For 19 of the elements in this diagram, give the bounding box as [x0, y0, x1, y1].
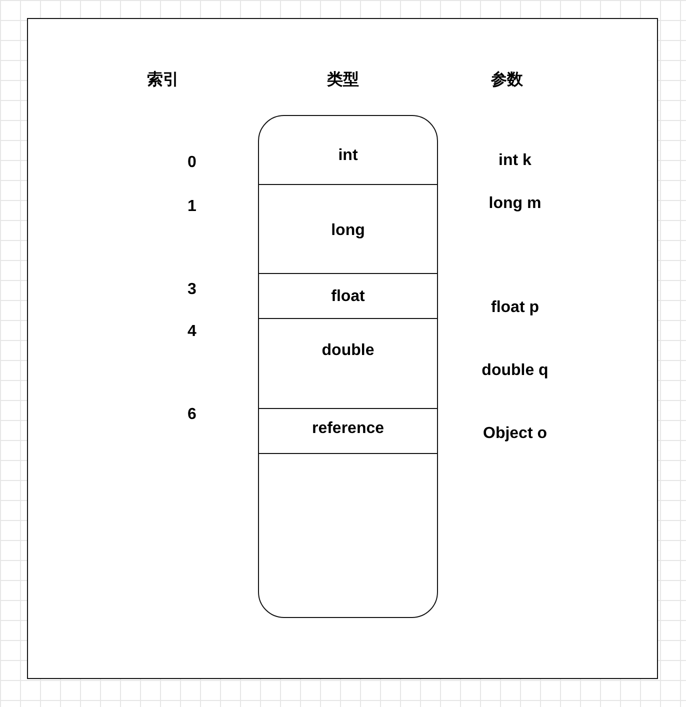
parameter-text: Object o	[483, 425, 547, 443]
slot-index: 6	[188, 406, 196, 424]
column-heading: 类型	[327, 70, 359, 90]
parameter-text: long m	[488, 195, 542, 213]
slot-index: 3	[188, 281, 196, 299]
slot-type-text: double	[320, 342, 376, 360]
column-heading: 索引	[147, 70, 179, 90]
slot-type-text: reference	[310, 420, 386, 438]
slot-type-text: float	[330, 288, 366, 306]
parameter-text: double q	[482, 362, 548, 380]
parameter-text: float p	[491, 299, 539, 317]
slot-index: 1	[188, 198, 196, 216]
slot-type-text: long	[330, 222, 366, 240]
parameter-text: int k	[498, 152, 532, 170]
slot-index: 4	[188, 323, 196, 341]
column-heading: 参数	[491, 70, 523, 90]
slot-type-text: int	[337, 147, 359, 165]
stack-column	[258, 115, 438, 618]
slot-index: 0	[188, 154, 196, 172]
